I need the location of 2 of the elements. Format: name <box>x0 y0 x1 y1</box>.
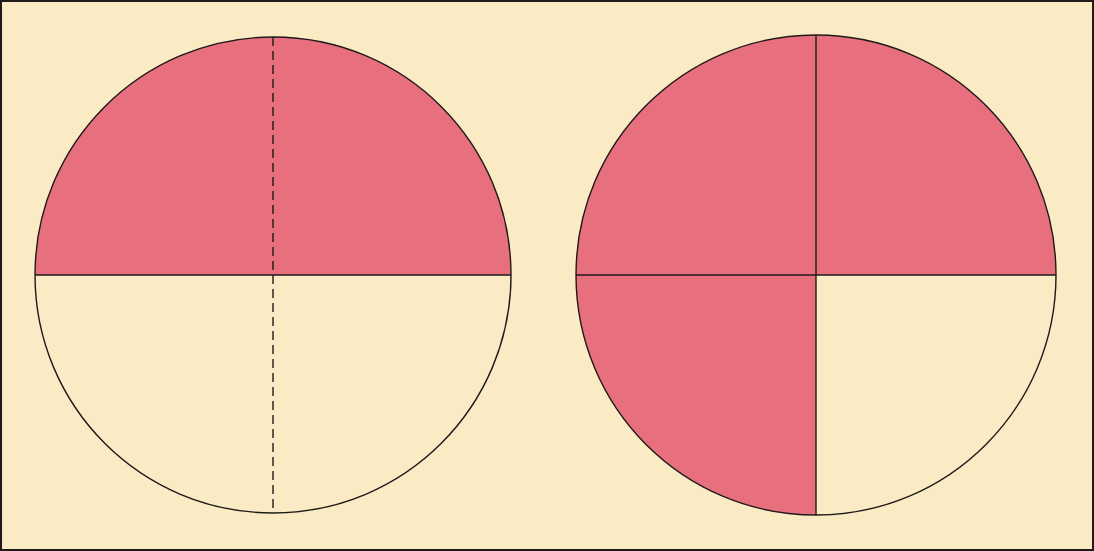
fraction-circle-drawing <box>575 34 1057 516</box>
fraction-circle-drawing <box>34 36 512 514</box>
